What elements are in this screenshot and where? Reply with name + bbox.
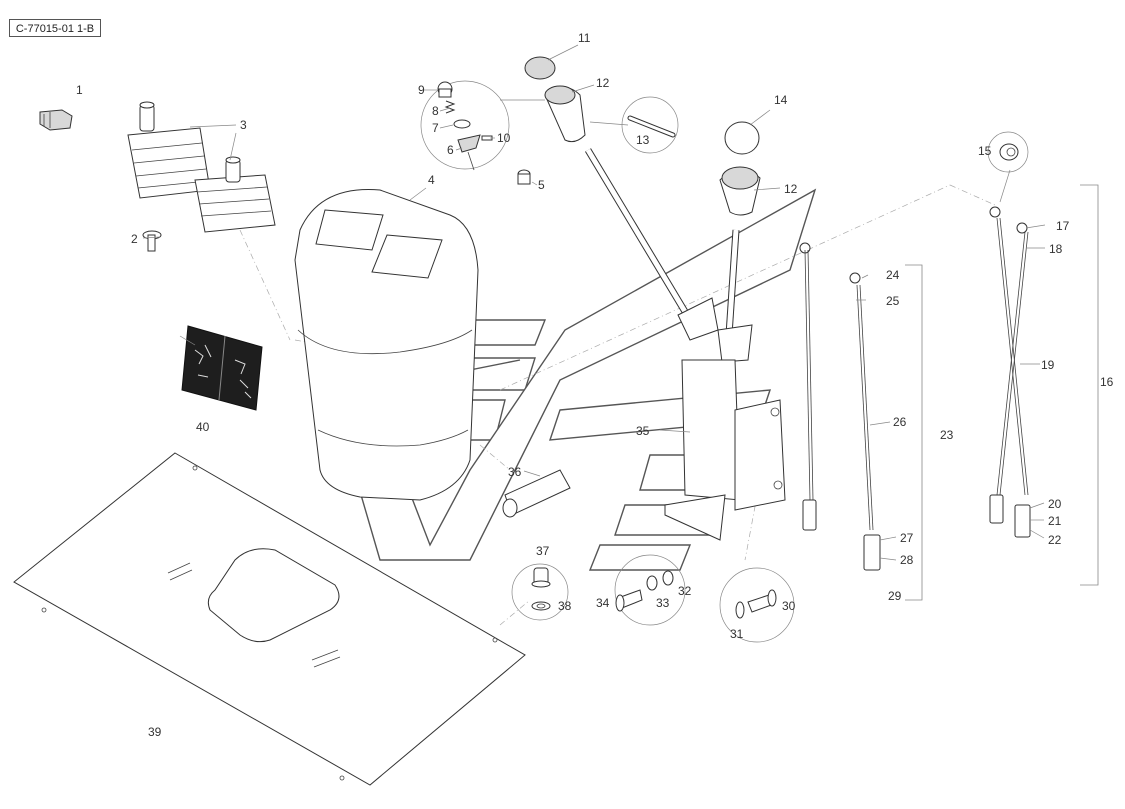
callout-33: 33 bbox=[656, 596, 670, 610]
part-1-clip bbox=[39, 109, 73, 131]
part-11-knob-cap bbox=[524, 56, 556, 80]
callout-28: 28 bbox=[900, 553, 914, 567]
part-14-knob-cap bbox=[724, 121, 760, 155]
callout-9: 9 bbox=[418, 83, 425, 97]
part-23-cable-assembly bbox=[799, 242, 923, 601]
part-12-lower-knob bbox=[719, 166, 761, 216]
callout-26: 26 bbox=[893, 415, 907, 429]
callout-labels: 1 2 3 4 5 6 7 8 9 10 11 12 12 13 14 15 1… bbox=[76, 31, 1114, 739]
callout-7: 7 bbox=[432, 121, 439, 135]
parts-30-31-fasteners bbox=[719, 567, 795, 643]
part-4-console-cover bbox=[294, 189, 479, 501]
callout-35: 35 bbox=[636, 424, 650, 438]
callout-10: 10 bbox=[497, 131, 511, 145]
callout-34: 34 bbox=[596, 596, 610, 610]
callout-37: 37 bbox=[536, 544, 550, 558]
callout-27: 27 bbox=[900, 531, 914, 545]
callout-29: 29 bbox=[888, 589, 902, 603]
callout-23: 23 bbox=[940, 428, 954, 442]
callout-6: 6 bbox=[447, 143, 454, 157]
callout-12-upper: 12 bbox=[596, 76, 610, 90]
parts-32-34-fasteners bbox=[614, 554, 686, 626]
part-16-cable-assembly bbox=[989, 184, 1099, 586]
part-35-lever-mechanism bbox=[584, 148, 786, 541]
part-38-washer bbox=[531, 601, 551, 611]
callout-leaders bbox=[142, 44, 1046, 561]
callout-1: 1 bbox=[76, 83, 83, 97]
part-2-screw bbox=[142, 230, 162, 252]
parts-5-10-lever-hardware bbox=[420, 80, 531, 185]
callout-20: 20 bbox=[1048, 497, 1062, 511]
callout-8: 8 bbox=[432, 104, 439, 118]
callout-25: 25 bbox=[886, 294, 900, 308]
callout-21: 21 bbox=[1048, 514, 1062, 528]
callout-3: 3 bbox=[240, 118, 247, 132]
callout-30: 30 bbox=[782, 599, 796, 613]
callout-12-lower: 12 bbox=[784, 182, 798, 196]
callout-11: 11 bbox=[578, 31, 591, 45]
callout-24: 24 bbox=[886, 268, 900, 282]
callout-18: 18 bbox=[1049, 242, 1063, 256]
callout-2: 2 bbox=[131, 232, 138, 246]
callout-38: 38 bbox=[558, 599, 572, 613]
callout-36: 36 bbox=[508, 465, 522, 479]
part-15-grommet bbox=[987, 131, 1029, 173]
part-37-bolt bbox=[511, 563, 569, 621]
part-36-shaft bbox=[502, 469, 571, 518]
callout-32: 32 bbox=[678, 584, 692, 598]
callout-4: 4 bbox=[428, 173, 435, 187]
callout-14: 14 bbox=[774, 93, 788, 107]
part-39-base-plate bbox=[13, 452, 526, 786]
callout-17: 17 bbox=[1056, 219, 1070, 233]
callout-40: 40 bbox=[196, 420, 210, 434]
callout-15: 15 bbox=[978, 144, 992, 158]
part-40-control-decal bbox=[181, 325, 263, 411]
callout-31: 31 bbox=[730, 627, 744, 641]
callout-22: 22 bbox=[1048, 533, 1062, 547]
callout-5: 5 bbox=[538, 178, 545, 192]
part-3-rubber-boots bbox=[127, 101, 276, 233]
callout-19: 19 bbox=[1041, 358, 1055, 372]
drawing-reference-code: C-77015-01 1-B bbox=[9, 19, 101, 37]
part-13-pin bbox=[621, 96, 679, 154]
callout-16: 16 bbox=[1100, 375, 1114, 389]
part-12-upper-knob bbox=[544, 85, 586, 143]
callout-39: 39 bbox=[148, 725, 162, 739]
callout-13: 13 bbox=[636, 133, 650, 147]
